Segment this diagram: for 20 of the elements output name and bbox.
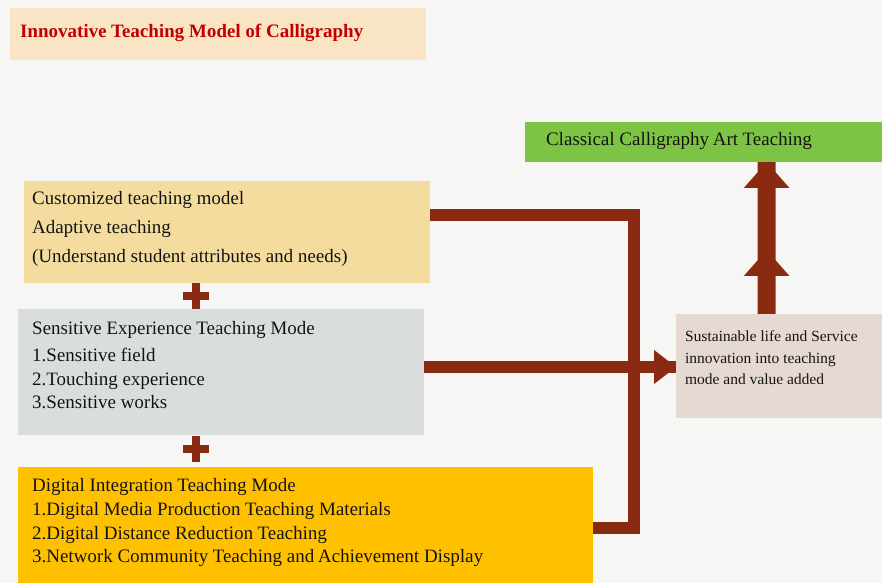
node-text: 1.Digital Media Production Teaching Materials	[32, 498, 392, 522]
heading: Sustainable life and Service innovation into teaching mode and value added	[685, 327, 859, 390]
mode-box	[18, 467, 593, 583]
node-text: 2.Digital Distance Reduction Teaching	[32, 522, 328, 546]
mode-box	[18, 309, 424, 435]
node-text: 3.Network Community Teaching and Achievement Display	[32, 546, 484, 570]
heading: Customized teaching model	[32, 188, 246, 211]
heading: Classical Calligraphy Art Teaching	[546, 129, 813, 152]
heading: Digital Integration Teaching Mode	[32, 475, 297, 498]
node-text: Adaptive teaching	[32, 216, 172, 240]
node-text: 1.Sensitive field	[32, 344, 156, 368]
node-text: (Understand student attributes and needs)	[32, 246, 349, 268]
heading: Sensitive Experience Teaching Mode	[32, 318, 316, 341]
node-text: 2.Touching experience	[32, 368, 206, 392]
model-box	[24, 181, 430, 283]
goal-box	[525, 122, 882, 162]
outcome-box	[676, 314, 882, 418]
arrow	[744, 162, 790, 314]
node-text: 3.Sensitive works	[32, 392, 168, 416]
title: Innovative Teaching Model of Calligraphy	[10, 8, 426, 60]
